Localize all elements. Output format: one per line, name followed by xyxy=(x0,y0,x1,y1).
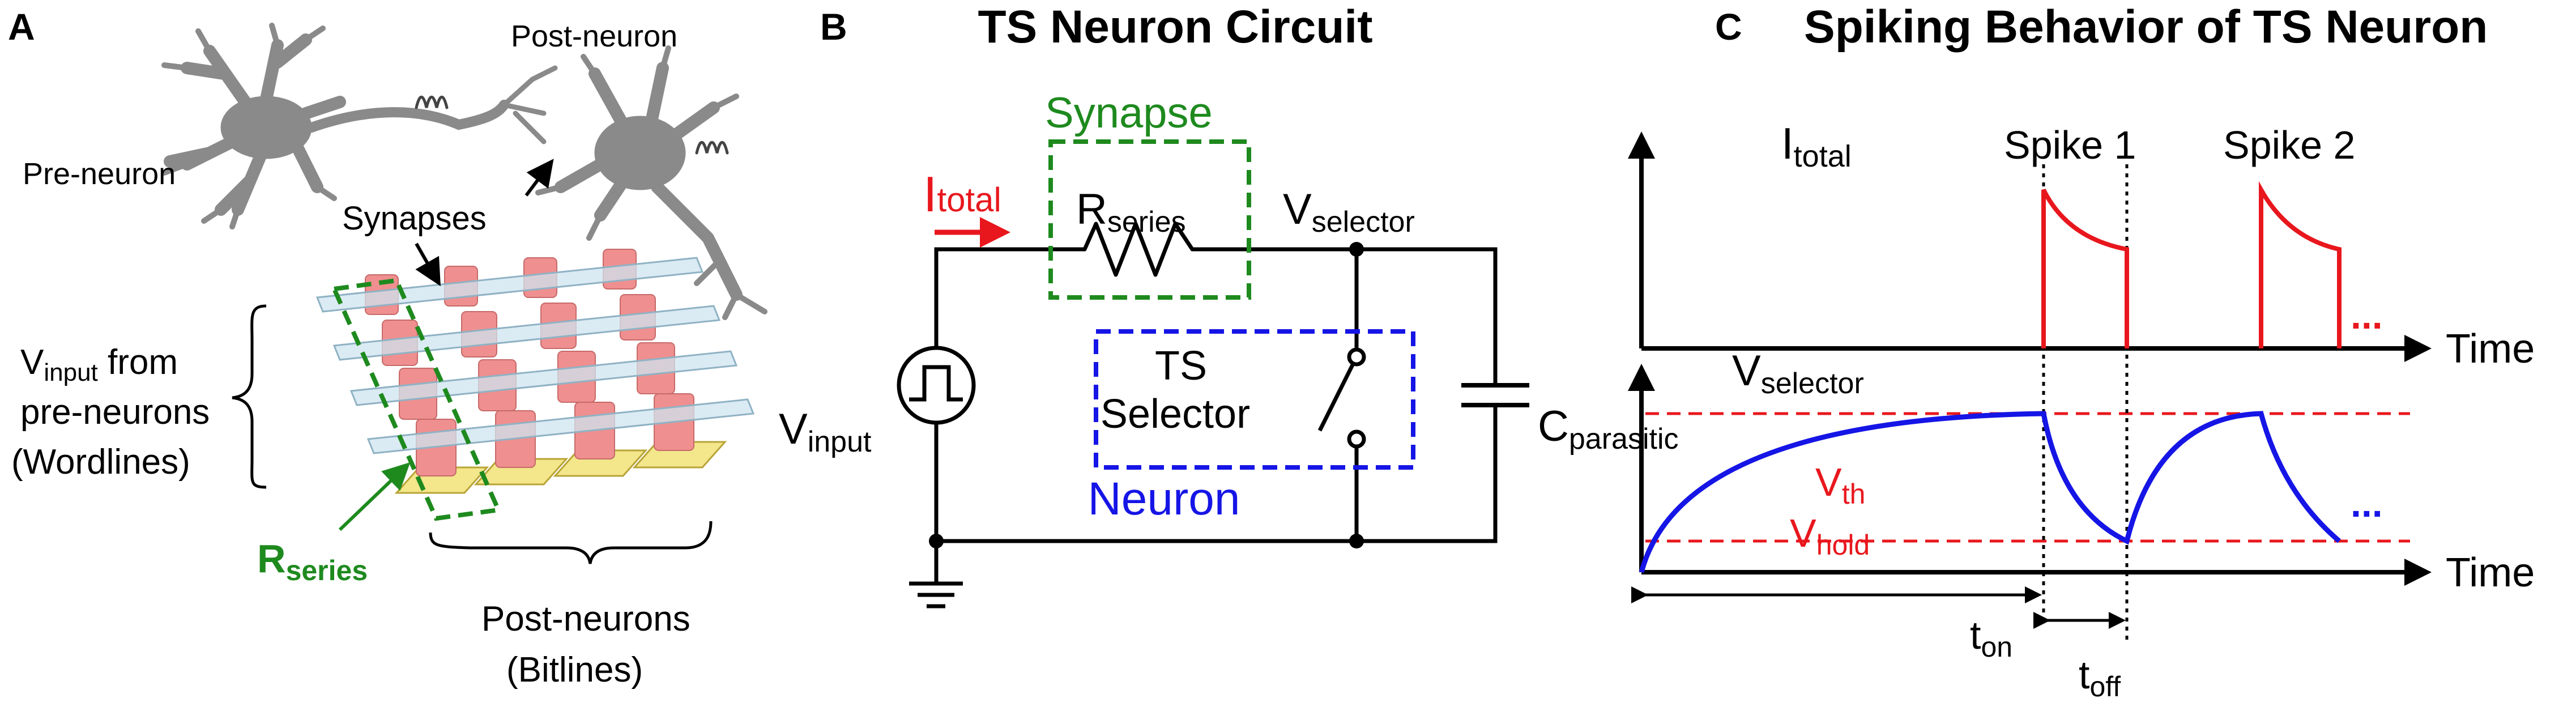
axon xyxy=(306,100,509,133)
panel-a-letter: A xyxy=(8,6,35,48)
synapse-box xyxy=(1048,139,1251,300)
panel-a: A Post-neuron Pre-neuron xyxy=(8,6,767,690)
v-input-label-b: Vinput xyxy=(779,405,872,458)
current-spike-1 xyxy=(2041,189,2129,348)
ts-switch-symbol xyxy=(1317,347,1366,449)
panel-c-title: Spiking Behavior of TS Neuron xyxy=(1804,1,2488,53)
post-neurons-label: Post-neurons xyxy=(481,599,690,639)
panel-b-title: TS Neuron Circuit xyxy=(978,1,1372,53)
v-th-label: Vth xyxy=(1815,460,1865,510)
v-input-label: Vinput from xyxy=(20,343,178,386)
v-hold-label: Vhold xyxy=(1790,511,1870,561)
v-selector-label-b: Vselector xyxy=(1283,185,1415,239)
bitlines-label: (Bitlines) xyxy=(506,650,643,690)
panel-c-letter: C xyxy=(1715,6,1742,48)
voltage-axes xyxy=(1628,364,2432,586)
pre-neuron-label: Pre-neuron xyxy=(23,157,176,191)
current-continuation: ... xyxy=(2351,294,2383,337)
ground-symbol xyxy=(909,581,963,608)
wordline-bars xyxy=(315,257,755,454)
panel-b: B TS Neuron Circuit xyxy=(779,1,1679,608)
panel-b-letter: B xyxy=(820,6,847,48)
r-series-arrow xyxy=(338,462,411,531)
pulse-source-symbol xyxy=(897,346,976,425)
wordlines-brace xyxy=(232,304,267,489)
post-neuron-arrow xyxy=(524,159,554,197)
wordlines-label: (Wordlines) xyxy=(11,442,190,482)
r-series-column-box xyxy=(331,278,502,521)
capacitor-symbol xyxy=(1461,383,1529,407)
c-parasitic-label: Cparasitic xyxy=(1538,402,1679,456)
bitlines-brace xyxy=(429,521,713,564)
pre-neuron-cell xyxy=(161,23,346,229)
neuron-illustration xyxy=(161,23,767,320)
spike-1-label: Spike 1 xyxy=(2004,123,2136,167)
r-series-label-b: Rseries xyxy=(1076,185,1186,239)
axon-terminals xyxy=(501,65,558,144)
spike-2-label: Spike 2 xyxy=(2223,123,2355,167)
post-neuron-cell xyxy=(535,45,767,320)
synapses-label: Synapses xyxy=(342,200,487,237)
neuron-box xyxy=(1094,329,1415,470)
synapses-arrow xyxy=(415,242,441,287)
current-spike-2 xyxy=(2259,181,2342,348)
selector-label: Selector xyxy=(1101,391,1250,437)
myelin-wave-2 xyxy=(695,141,729,155)
v-selector-axis-label: Vselector xyxy=(1732,347,1864,400)
myelin-wave-1 xyxy=(415,95,449,109)
voltage-waveform xyxy=(1639,411,2341,573)
i-total-label: Itotal xyxy=(923,166,1001,222)
time-label-bottom: Time xyxy=(2446,550,2535,595)
pre-neurons-label: pre-neurons xyxy=(20,393,210,432)
synapse-label: Synapse xyxy=(1045,89,1213,137)
i-total-axis-label: Itotal xyxy=(1781,118,1852,173)
post-neuron-label: Post-neuron xyxy=(511,19,677,53)
panel-c: C Spiking Behavior of TS Neuron Itotal S… xyxy=(1628,1,2535,703)
nodes xyxy=(929,242,1364,548)
crossbar-array xyxy=(315,249,755,521)
t-on-label: ton xyxy=(1970,613,2012,663)
t-off-label: toff xyxy=(2079,653,2121,703)
resistor-symbol xyxy=(1068,222,1209,277)
r-series-label: Rseries xyxy=(257,537,368,586)
ts-label: TS xyxy=(1155,343,1207,389)
current-axes xyxy=(1628,131,2432,362)
time-label-top: Time xyxy=(2446,326,2535,372)
neuron-label: Neuron xyxy=(1088,473,1240,525)
voltage-continuation: ... xyxy=(2351,482,2383,525)
